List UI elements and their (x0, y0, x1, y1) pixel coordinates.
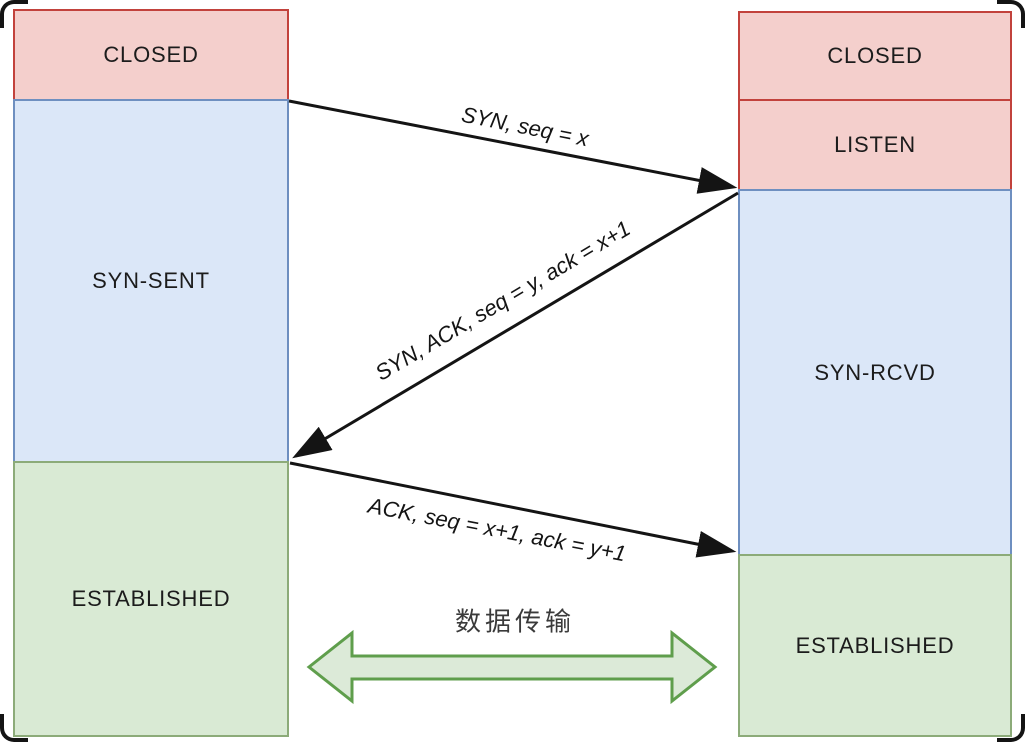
state-box-established-left (13, 461, 289, 737)
state-box-listen (738, 99, 1012, 191)
syn-ack-arrow (292, 191, 739, 459)
state-box-closed-left (13, 9, 289, 101)
state-box-established-right (738, 554, 1012, 737)
ack-arrow (289, 461, 737, 558)
state-box-syn-sent (13, 99, 289, 463)
state-box-syn-rcvd (738, 189, 1012, 556)
state-box-closed-right (738, 11, 1012, 101)
data-transfer-arrow (306, 629, 718, 705)
syn-arrow (288, 99, 738, 194)
